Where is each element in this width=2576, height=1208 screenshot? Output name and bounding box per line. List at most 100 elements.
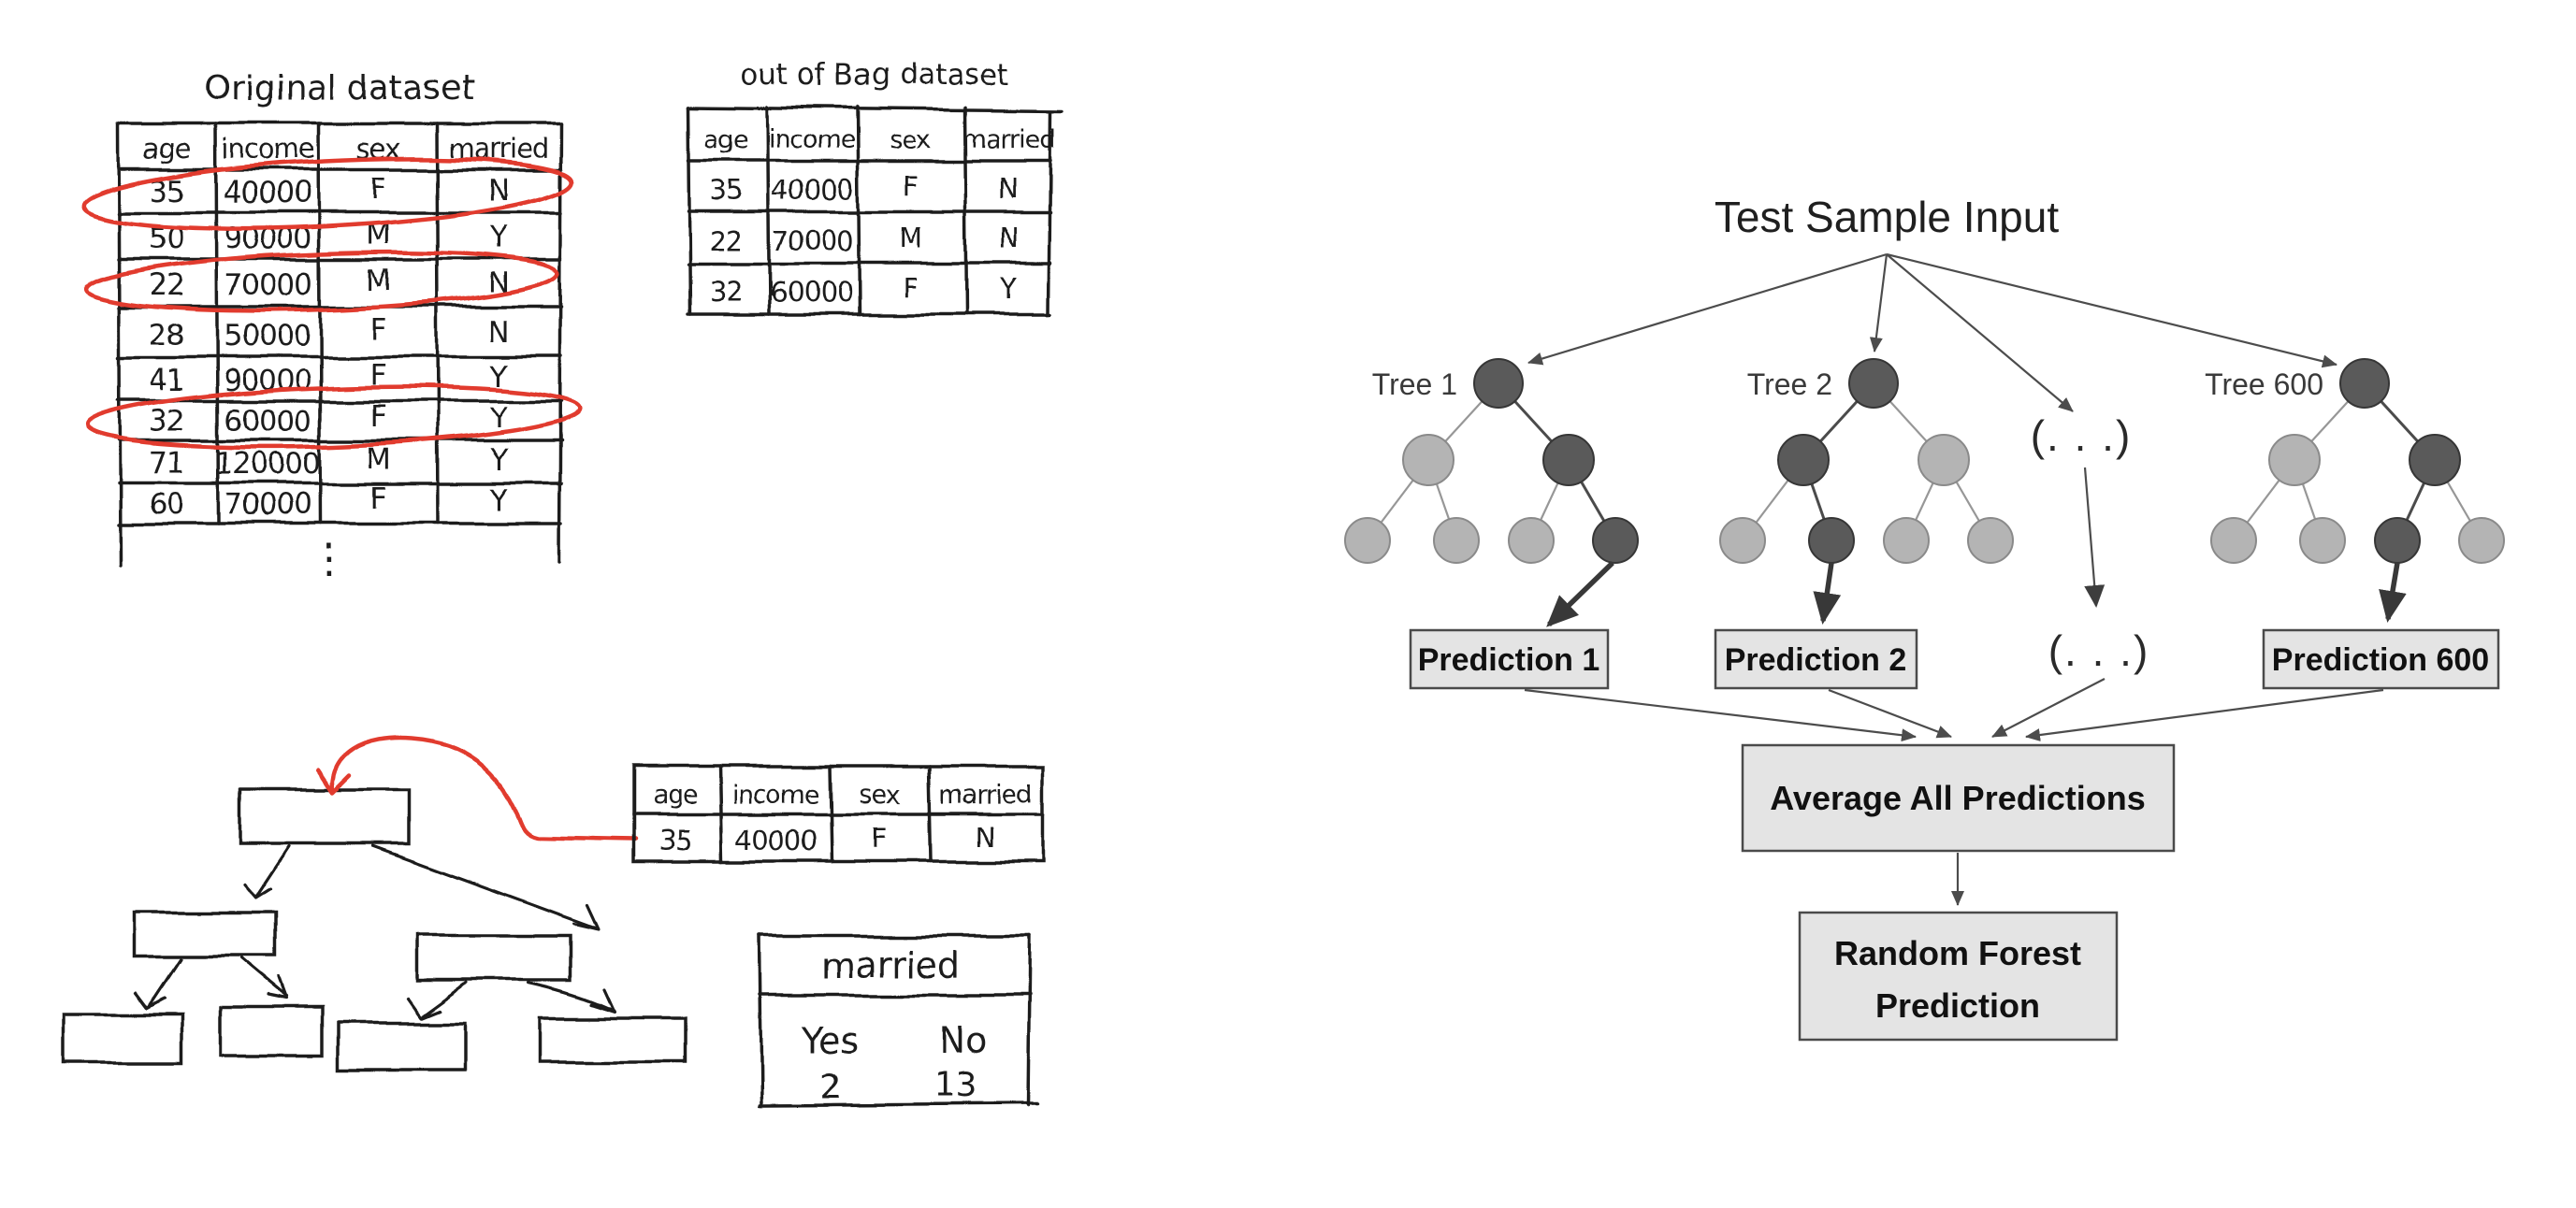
prediction-1-box — [1409, 628, 1610, 690]
average-box — [1741, 743, 2176, 853]
prediction-boxes: Prediction 1 Prediction 2 Prediction 600 — [1409, 628, 2500, 690]
original-table-header: income — [221, 133, 314, 165]
tree-node — [1808, 517, 1855, 564]
tree-leaf-box — [337, 1021, 466, 1072]
tree-branch-arrow — [527, 981, 616, 1014]
test-table-header: income — [732, 781, 819, 810]
original-table-cell: 32 — [149, 405, 183, 439]
original-dataset-title: Original dataset — [205, 69, 474, 108]
tree-node-box — [415, 934, 572, 982]
oob-table-cell: M — [899, 222, 921, 253]
original-table-cell: F — [370, 359, 386, 393]
circled-row-32 — [83, 384, 583, 450]
original-table-cell: 35 — [149, 176, 183, 209]
tree-1-label: Tree 1 — [1372, 367, 1457, 401]
test-sample-table-grid — [631, 765, 1045, 863]
original-table-cell: F — [370, 172, 386, 206]
oob-table-cell: F — [903, 171, 918, 203]
tree-branch-arrow — [406, 981, 470, 1019]
married-col-yes: Yes — [801, 1020, 859, 1061]
tree-node — [2210, 517, 2257, 564]
tree-branch-arrow — [239, 957, 288, 1000]
oob-table-cell: Y — [1000, 273, 1018, 305]
table-continuation-ellipsis: ⋮ — [309, 535, 350, 582]
original-table-cell: 40000 — [224, 176, 311, 209]
tree-node — [2299, 517, 2346, 564]
circled-row-35 — [80, 156, 574, 231]
test-table-cell: 35 — [659, 825, 692, 856]
more-trees-ellipsis: (. . .) (. . .) — [2031, 411, 2149, 675]
original-table-cell: F — [370, 313, 386, 347]
oob-table-grid — [687, 105, 1064, 316]
original-table-cell: 71 — [149, 447, 183, 481]
tree-node — [1473, 358, 1524, 409]
test-table-cell: N — [976, 822, 995, 854]
original-dataset-table-grid — [116, 122, 563, 567]
oob-table-header: age — [703, 125, 748, 154]
prediction-600-box — [2262, 628, 2500, 690]
diagram-title: Test Sample Input — [1715, 193, 2059, 241]
oob-table-cell: 40000 — [771, 174, 852, 206]
tree-branch-arrow — [135, 957, 182, 1010]
hand-drawn-sketch: Original dataset age income sex married … — [61, 58, 1064, 1107]
tree-1: Tree 1 — [1344, 358, 1639, 627]
tree-2-prediction-arrow — [1813, 562, 1842, 625]
sketch-decision-tree — [61, 788, 687, 1072]
original-table-cell: 60 — [149, 487, 183, 521]
original-table-cell: 60000 — [224, 405, 311, 439]
oob-table-header: sex — [890, 125, 931, 154]
original-table-cell: Y — [489, 402, 508, 436]
test-table-cell: F — [872, 822, 887, 854]
tree-600: Tree 600 — [2205, 358, 2505, 623]
tree-node — [1848, 358, 1899, 409]
tree-leaf-box — [61, 1013, 183, 1065]
tree-1-prediction-arrow — [1546, 561, 1614, 627]
prediction-1-label: Prediction 1 — [1418, 642, 1600, 678]
final-prediction-box — [1798, 911, 2119, 1042]
oob-dataset-title: out of Bag dataset — [740, 58, 1008, 92]
married-table-title: married — [821, 945, 961, 986]
converging-arrows — [1524, 678, 2384, 742]
oob-table-cell: 70000 — [771, 225, 852, 257]
oob-table-cell: 32 — [710, 276, 743, 308]
final-prediction-line2: Prediction — [1875, 986, 2040, 1025]
tree-node — [1402, 434, 1454, 486]
tree-node — [2458, 517, 2505, 564]
tree-node — [2268, 434, 2321, 486]
tree-node — [1719, 517, 1766, 564]
original-table-cell: N — [488, 316, 509, 350]
tree-node — [1344, 517, 1391, 564]
original-table-cell: 22 — [149, 268, 183, 302]
tree-node — [1508, 517, 1555, 564]
tree-node-box — [132, 911, 278, 958]
tree-branch-arrow — [243, 844, 292, 899]
tree-node — [1883, 517, 1930, 564]
original-table-cell: 41 — [149, 364, 183, 397]
oob-table-cell: F — [903, 272, 918, 304]
tree-node — [2409, 434, 2461, 486]
tree-leaf-box — [219, 1005, 325, 1057]
married-col-no: No — [939, 1020, 988, 1061]
oob-table-cell: 22 — [710, 225, 743, 257]
tree-root-box — [239, 788, 411, 845]
test-sample-feed-arrow — [315, 736, 638, 842]
tree-node — [1433, 517, 1480, 564]
sampled-row-circles — [80, 156, 583, 450]
tree-node — [1592, 517, 1639, 564]
tree-node — [1777, 434, 1830, 486]
tree-node — [1967, 517, 2014, 564]
original-table-cell: F — [370, 482, 386, 516]
test-table-header: sex — [859, 781, 900, 810]
test-table-header: married — [939, 781, 1032, 810]
tree-600-prediction-arrow — [2379, 562, 2407, 623]
average-box-label: Average All Predictions — [1770, 779, 2145, 817]
tree-2-label: Tree 2 — [1747, 367, 1832, 401]
oob-table-cell: N — [999, 172, 1019, 204]
original-table-cell: 70000 — [224, 268, 311, 302]
original-table-cell: Y — [489, 484, 508, 518]
original-table-cell: 120000 — [215, 447, 320, 481]
prediction-2-label: Prediction 2 — [1725, 642, 1907, 678]
original-table-header: age — [142, 133, 190, 165]
oob-table-header: income — [769, 125, 856, 154]
